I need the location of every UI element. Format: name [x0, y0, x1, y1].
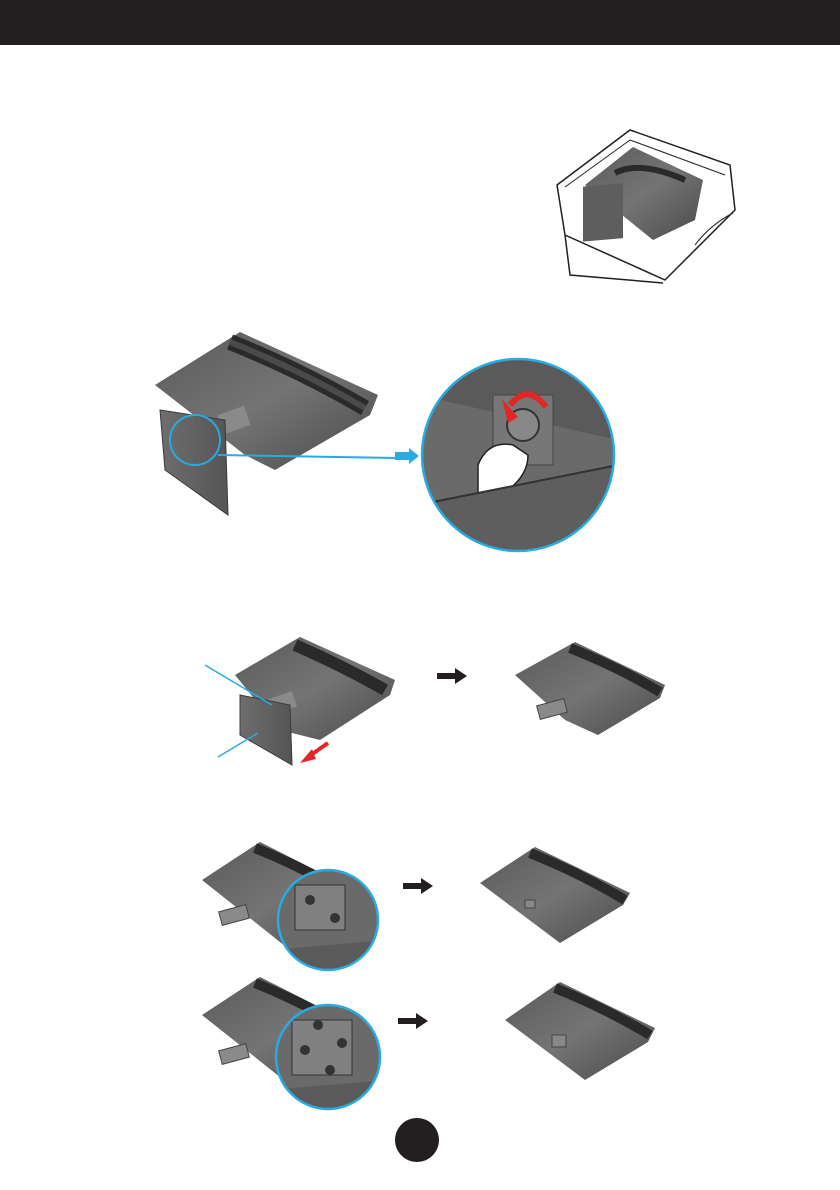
hinge-two-screw-removed-result-illustration [475, 845, 635, 945]
hinge-four-screw-removal-illustration [200, 975, 385, 1115]
monitor-face-down-with-stand-illustration [150, 330, 400, 520]
callout-arrow-icon [395, 448, 420, 464]
stand-base-removed-result-illustration [510, 640, 670, 740]
step-arrow-icon [437, 668, 467, 684]
stand-base-removal-illustration [200, 635, 400, 775]
header-bar [0, 0, 840, 45]
page-number-badge [395, 1118, 439, 1162]
hinge-four-screw-removed-result-illustration [500, 980, 660, 1085]
hinge-two-screw-removal-illustration [200, 840, 380, 975]
monitor-in-packaging-illustration [545, 125, 745, 285]
stand-lock-release-detail-illustration [418, 355, 618, 555]
step-arrow-icon [398, 1013, 428, 1029]
step-arrow-icon [403, 878, 433, 894]
